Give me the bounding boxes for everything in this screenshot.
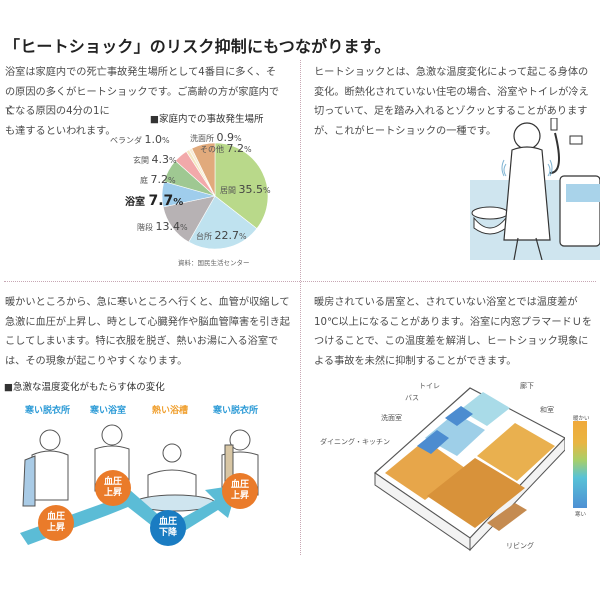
pie-label-bathroom: 浴室 7.7%: [125, 193, 184, 209]
bp-badge-up-1: 血圧上昇: [38, 505, 74, 541]
paragraph-line: の原因の多くがヒートショックです。ご高齢の方が家庭内で亡: [5, 86, 280, 118]
shivering-woman-bathroom-illustration: [470, 118, 600, 260]
vertical-divider: [300, 60, 301, 555]
stage-label-cold-dressing-room-2: 寒い脱衣所: [213, 406, 259, 416]
heat-shock-definition-paragraph: ヒートショックとは、急激な温度変化によって起こる身体の変化。断熱化されていない住…: [314, 67, 589, 137]
horizontal-divider: [4, 281, 596, 282]
room-label-living: リビング: [506, 542, 534, 550]
room-label-bath: バス: [405, 394, 419, 402]
pie-slice-0: [214, 142, 269, 229]
paragraph-line: 浴室は家庭内での死亡事故発生場所として4番目に多く、そ: [5, 67, 277, 78]
pie-slice-1: [188, 195, 258, 250]
legend-cold-label: 寒い: [575, 512, 587, 518]
paragraph-line: も達するといわれます。: [5, 125, 116, 137]
paragraph-line: くなる原因の4分の1に: [5, 106, 110, 117]
pie-slice-8: [191, 142, 216, 197]
room-label-washroom: 洗面室: [381, 414, 402, 422]
pie-label-kitchen: 台所 22.7%: [196, 229, 247, 242]
pie-label-stairs: 階段 13.4%: [137, 220, 188, 233]
bath-accident-paragraph-tail: くなる原因の4分の1に も達するといわれます。: [5, 102, 125, 141]
stage-label-hot-bathtub: 熱い浴槽: [152, 406, 189, 416]
stage-label-cold-bathroom: 寒い浴室: [90, 406, 127, 416]
room-label-hallway: 廊下: [520, 382, 534, 390]
room-label-japanese-room: 和室: [540, 406, 554, 414]
pie-label-living: 居間 35.5%: [220, 183, 271, 196]
temperature-legend-bar: [573, 421, 587, 508]
pie-label-other: その他 7.2%: [200, 142, 252, 155]
legend-warm-label: 暖かい: [573, 416, 590, 422]
pie-source: 資料：国民生活センター: [178, 259, 250, 267]
page-headline: 「ヒートショック」のリスク抑制にもつながります。: [4, 37, 391, 56]
inner-window-paragraph: 暖房されている居室と、されていない浴室とでは温度差が10℃以上になることがありま…: [314, 297, 593, 367]
bp-badge-up-2: 血圧上昇: [95, 470, 131, 506]
pie-chart-title: ■家庭内での事故発生場所: [150, 114, 264, 125]
pie-label-entrance: 玄関 4.3%: [133, 153, 177, 166]
pie-label-garden: 庭 7.2%: [140, 173, 176, 186]
room-label-toilet: トイレ: [419, 382, 440, 390]
pie-label-washroom: 洗面所 0.9%: [190, 131, 242, 144]
body-change-diagram-title: ■急激な温度変化がもたらす体の変化: [4, 382, 165, 393]
accident-location-pie-chart: [161, 142, 269, 250]
blood-pressure-paragraph: 暖かいところから、急に寒いところへ行くと、血管が収縮して急激に血圧が上昇し、時と…: [5, 297, 290, 367]
room-label-dining-kitchen: ダイニング・キッチン: [320, 438, 390, 446]
stage-label-cold-dressing-room: 寒い脱衣所: [25, 406, 71, 416]
bath-accident-paragraph: 浴室は家庭内での死亡事故発生場所として4番目に多く、そ の原因の多くがヒートショ…: [5, 63, 288, 122]
bp-badge-up-3: 血圧上昇: [222, 473, 258, 509]
bp-badge-down: 血圧下降: [150, 510, 186, 546]
house-thermal-floorplan-illustration: [374, 387, 565, 552]
pie-label-veranda: ベランダ 1.0%: [110, 133, 170, 146]
